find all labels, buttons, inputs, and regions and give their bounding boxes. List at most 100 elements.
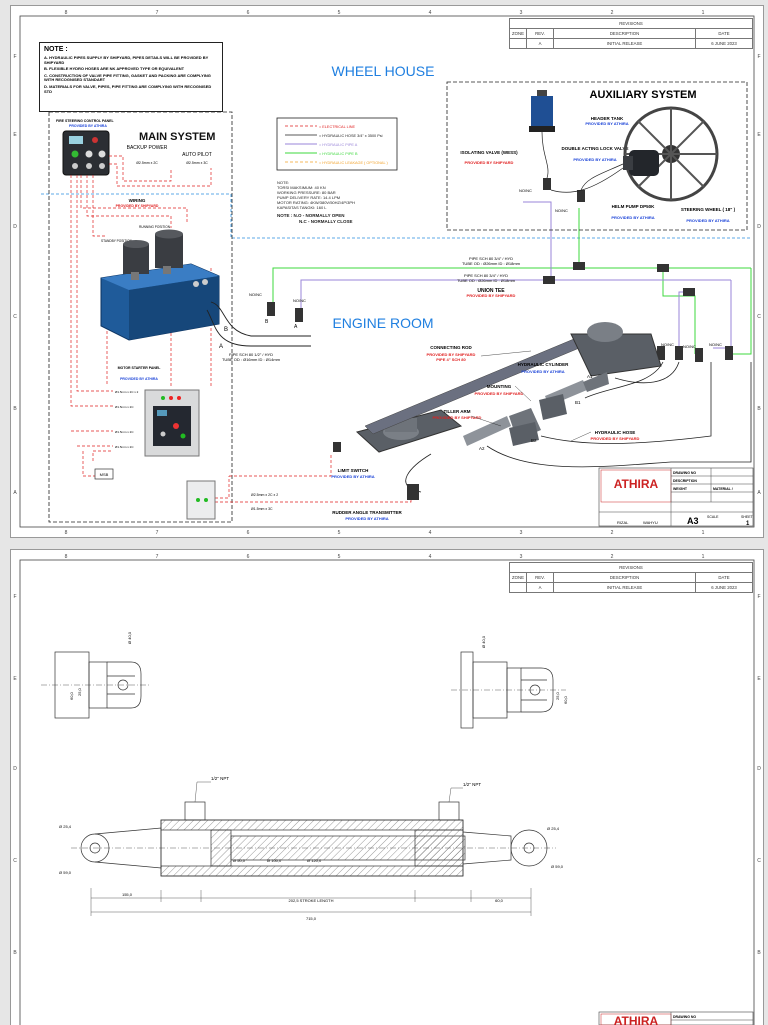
running-position-label: RUNNING POSITION <box>139 225 171 229</box>
col-label: 5 <box>338 10 341 16</box>
main-system-title: MAIN SYSTEM <box>139 131 215 143</box>
rev-cell: A <box>526 582 554 593</box>
rev-cell <box>509 582 527 593</box>
row-label: C <box>757 858 761 864</box>
spec-no: NOTE : N.O - NORMALLY OPEN <box>277 213 345 218</box>
spec-line: MOTOR RATING: 4KW/380V/50HZ/4P/3PH <box>277 200 355 205</box>
auxiliary-system-box <box>446 81 748 231</box>
rev-header: ZONE <box>509 28 527 39</box>
note-box: NOTE : A. HYDRAULIC PIPES SUPPLY BY SHIP… <box>39 42 223 112</box>
dim-eye-left: Ø 59,0 <box>59 870 72 875</box>
note-title: NOTE : <box>44 46 68 53</box>
signer-1: RIZAL <box>617 520 629 525</box>
row-label: F <box>13 54 16 60</box>
col-label: 1 <box>702 530 705 536</box>
col-label: 8 <box>65 10 68 16</box>
tiller-arm-label: TILLER ARM <box>443 409 470 414</box>
point-a1: A1 <box>587 374 593 379</box>
row-label: B <box>757 950 761 956</box>
hydraulic-power-unit <box>100 229 220 341</box>
rev-header: DESCRIPTION <box>553 28 696 39</box>
note-item: A. HYDRAULIC PIPES SUPPLY BY SHIPYARD, P… <box>44 55 209 65</box>
wheel-house-title: WHEEL HOUSE <box>332 63 435 79</box>
title-block-2: ATHIRA DRAWING NO <box>598 1011 754 1025</box>
auto-pilot-label: AUTO PILOT <box>182 152 212 158</box>
helm-pump-label: HELM PUMP DP50K <box>612 204 655 209</box>
dim-outer: Ø 120,0 <box>307 858 322 863</box>
cable4-label: Ø1.5mm x 3C <box>251 507 273 511</box>
valves <box>267 178 733 362</box>
col-label: 3 <box>520 10 523 16</box>
grid-labels-2: 8 7 6 5 4 3 2 1 F E D C B F E D C B <box>13 554 761 956</box>
drawing-no-label-2: DRAWING NO <box>673 1015 696 1019</box>
point-b1: B1 <box>575 400 581 405</box>
hose-provider: PROVIDED BY SHIPYARD <box>591 436 640 441</box>
pipe-main-label: PIPE SCH 80 1/2" / HYD <box>229 352 273 357</box>
spec-line: KAPASITAS TANGKI: 160 L <box>277 205 327 210</box>
rev-header: DATE <box>695 28 753 39</box>
connecting-rod-label: CONNECTING ROD <box>430 345 472 350</box>
pipe-top2-label: PIPE SCH 80 3/4" / HYD <box>464 273 508 278</box>
hose-label: HYDRAULIC HOSE <box>595 430 636 435</box>
wiring-provider: PROVIDED BY SHIPYARD <box>116 204 159 208</box>
row-label: A <box>13 490 17 496</box>
header-tank-label: HEADER TANK <box>591 116 624 121</box>
union-tee-provider: PROVIDED BY SHIPYARD <box>467 293 516 298</box>
cable2c-label: Ø1.5mm x 2C <box>115 445 134 449</box>
grid-labels: 8 7 6 5 4 3 2 1 8 7 6 5 4 3 2 1 F E D C … <box>13 10 761 536</box>
col-label: 8 <box>65 530 68 536</box>
rev-header: REV. <box>526 572 554 583</box>
dim-pin-left: Ø 25,4 <box>59 824 72 829</box>
auxiliary-system-title: AUXILIARY SYSTEM <box>590 89 697 101</box>
leader-lines <box>470 350 592 442</box>
row-label: E <box>757 676 761 682</box>
row-label: E <box>757 132 761 138</box>
dim-clevis-top-left: Ø 40,0 <box>127 631 132 644</box>
row-label: F <box>13 594 16 600</box>
isolating-valve-label: ISOLATING VALVE (WESS) <box>460 150 518 155</box>
row-label: C <box>13 314 17 320</box>
nonc-label: NO/NC <box>249 292 262 297</box>
rev-header: DESCRIPTION <box>553 572 696 583</box>
dim-stroke: 202,5 STROKE LENGTH <box>289 898 334 903</box>
steering-wheel-provider: PROVIDED BY ATHIRA <box>686 218 729 223</box>
spec-line: TORSI MAKSIMUM: 40 KN <box>277 185 326 190</box>
limit-switch-label: LIMIT SWITCH <box>338 468 369 473</box>
lock-valve-provider: PROVIDED BY ATHIRA <box>573 157 616 162</box>
scale-label: SCALE <box>707 515 719 519</box>
nonc-label: NO/NC <box>555 208 568 213</box>
legend: = ELECTRICAL LINE = HYDRAULIC HOSE 3/4" … <box>285 125 388 165</box>
engine-room-title: ENGINE ROOM <box>332 315 433 331</box>
row-label: D <box>757 766 761 772</box>
spec-line: WORKING PRESSURE: 80 BAR <box>277 190 336 195</box>
union-tee-label: UNION TEE <box>477 288 505 294</box>
tiller-arm-provider: PROVIDED BY SHIPYARD <box>433 415 482 420</box>
col-label: 7 <box>156 530 159 536</box>
col-label: 1 <box>702 10 705 16</box>
note-item: C. CONSTRUCTION OF VALVE PIPE FITTING, G… <box>44 72 211 83</box>
note-item: B. FLEXIBLE HYDRO HOSES ARE NK APPROVED … <box>44 66 185 72</box>
valve-a-label: A <box>294 324 298 330</box>
row-label: F <box>757 594 760 600</box>
npt-right-label: 1/2" NPT <box>463 782 481 787</box>
drawing-no-label: DRAWING NO <box>673 471 696 475</box>
row-label: B <box>13 406 17 412</box>
col-label: 4 <box>429 530 432 536</box>
auto-cable-label: Ø2.5mm x 3C <box>186 161 208 165</box>
fire-panel-label: FIRE STEERING CONTROL PANEL <box>56 119 114 123</box>
header-tank-provider: PROVIDED BY ATHIRA <box>585 121 628 126</box>
helm-pump <box>623 150 659 176</box>
row-label: B <box>757 406 761 412</box>
hydraulic-schematic: 8 7 6 5 4 3 2 1 8 7 6 5 4 3 2 1 F E D C … <box>13 10 761 536</box>
cable2b-label: Ø1.5mm x 2C <box>115 430 134 434</box>
limit-switch-provider: PROVIDED BY ATHIRA <box>331 474 374 479</box>
rev-header: REV. <box>526 28 554 39</box>
dim-rod: Ø 50,0 <box>233 858 246 863</box>
limit-switch <box>333 442 341 452</box>
leader-lines-2 <box>90 781 532 916</box>
weight-label: WEIGHT <box>673 487 688 491</box>
motor-starter-provider: PROVIDED BY ATHIRA <box>120 377 158 381</box>
point-a2: A2 <box>479 446 485 451</box>
description-label: DESCRIPTION <box>673 479 697 483</box>
helm-pump-provider: PROVIDED BY ATHIRA <box>611 215 654 220</box>
